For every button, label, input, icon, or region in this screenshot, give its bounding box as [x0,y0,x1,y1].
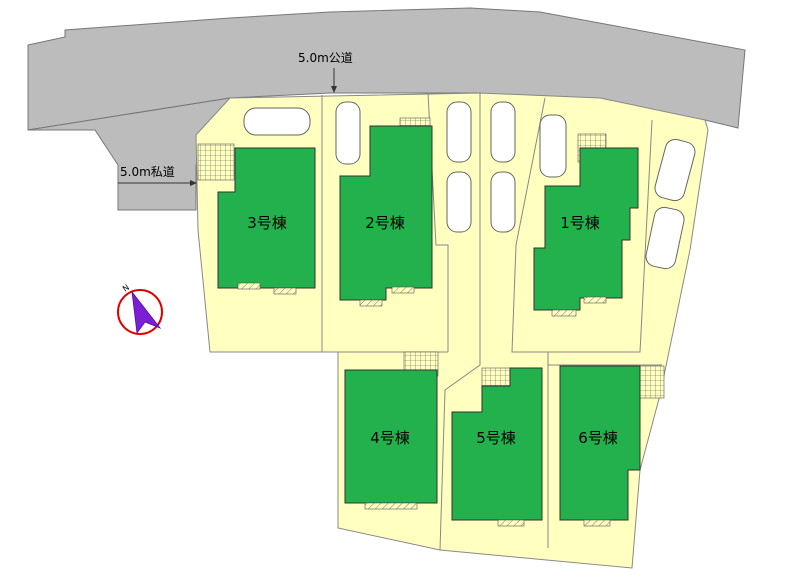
parking-cars [243,101,696,270]
compass: N [117,283,163,335]
building-2-label: 2号棟 [365,214,405,232]
building-3: 3号棟 [217,147,316,295]
building-3-label: 3号棟 [247,214,287,232]
public-road-label: 5.0m公道 [298,51,353,65]
building-4: 4号棟 [344,369,438,510]
compass-needle [131,290,162,335]
building-6: 6号棟 [559,365,641,527]
building-5: 5号棟 [451,367,543,527]
building-5-label: 5号棟 [476,429,516,447]
public-road-marker: 5.0m公道 [298,51,353,93]
building-1: 1号棟 [533,147,639,317]
building-1-label: 1号棟 [560,214,600,232]
building-2: 2号棟 [339,125,433,307]
building-4-label: 4号棟 [370,429,410,447]
private-road-label: 5.0m私道 [120,165,175,179]
private-road-marker: 5.0m私道 [118,165,197,186]
compass-north-letter: N [121,283,131,294]
building-6-label: 6号棟 [578,429,618,447]
